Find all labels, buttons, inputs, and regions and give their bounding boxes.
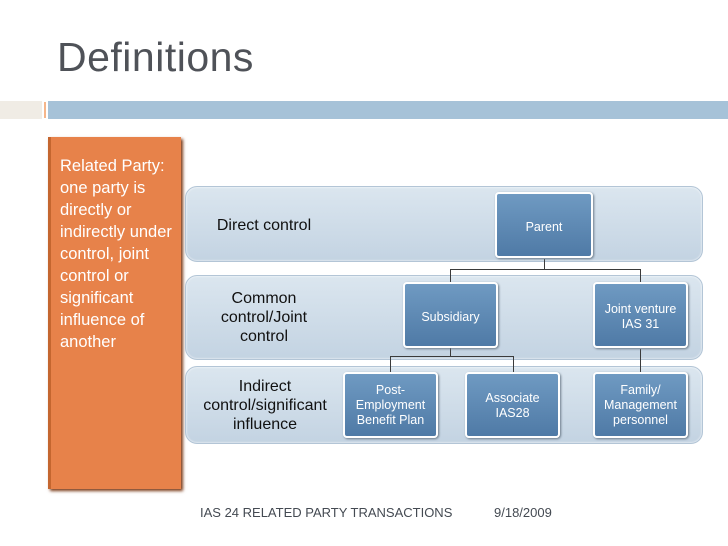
node-joint-venture: Joint venture IAS 31 — [593, 282, 688, 348]
footer-date: 9/18/2009 — [494, 505, 552, 520]
slide-title: Definitions — [57, 34, 254, 80]
connector-to-subsidiary — [450, 269, 451, 282]
footer-title: IAS 24 RELATED PARTY TRANSACTIONS — [200, 505, 453, 520]
connector-to-joint-venture — [640, 269, 641, 282]
node-family-management-label: Family/ Management personnel — [604, 383, 677, 427]
connector-joint-venture-down — [640, 349, 641, 372]
node-parent-label: Parent — [525, 220, 563, 234]
node-joint-venture-label: Joint venture IAS 31 — [604, 302, 677, 331]
level-label-direct: Direct control — [216, 217, 312, 234]
node-post-employment: Post-Employment Benefit Plan — [343, 372, 438, 438]
definition-text: Related Party: one party is directly or … — [60, 157, 172, 351]
node-post-employment-label: Post-Employment Benefit Plan — [355, 383, 426, 427]
connector-subsidiary-down — [450, 348, 451, 356]
connector-to-associate — [513, 356, 514, 372]
connector-level2-horizontal — [390, 356, 513, 357]
level-label-indirect: Indirect control/significant influence — [203, 378, 327, 433]
connector-level1-horizontal — [450, 269, 641, 270]
connector-to-post-employment — [390, 356, 391, 372]
node-associate: Associate IAS28 — [465, 372, 560, 438]
connector-parent-down — [544, 259, 545, 269]
node-family-management: Family/ Management personnel — [593, 372, 688, 438]
node-subsidiary-label: Subsidiary — [421, 310, 480, 324]
level-band-direct — [185, 186, 703, 262]
header-accent-divider — [44, 102, 46, 118]
level-label-common: Common control/Joint control — [220, 290, 308, 345]
node-subsidiary: Subsidiary — [403, 282, 498, 348]
definition-panel — [48, 137, 181, 489]
header-accent-small — [0, 101, 42, 119]
node-parent: Parent — [495, 192, 593, 258]
header-accent-bar — [48, 101, 728, 119]
node-associate-label: Associate IAS28 — [485, 391, 540, 420]
